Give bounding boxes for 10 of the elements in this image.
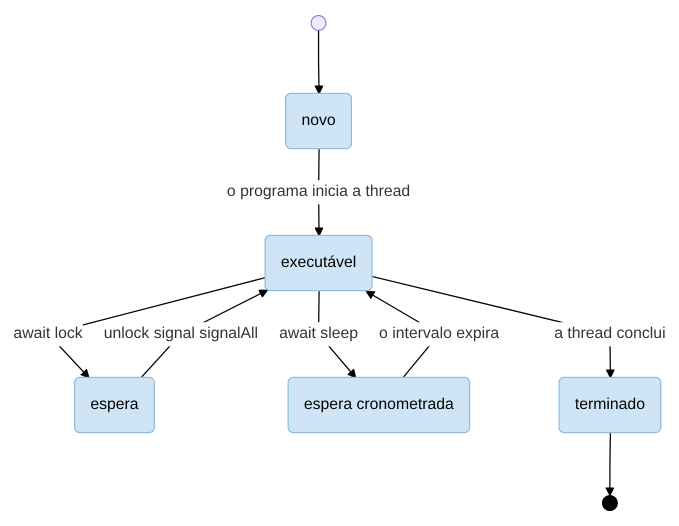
edge-label: o programa inicia a thread	[226, 182, 410, 200]
edge-label: o intervalo expira	[379, 324, 500, 342]
edge-label: unlock signal signalAll	[104, 324, 258, 342]
node-circle	[310, 15, 326, 31]
edge-label: a thread conclui	[554, 324, 666, 342]
edge-label: await lock	[13, 324, 83, 342]
arrow	[605, 433, 615, 496]
edge-label: await sleep	[279, 324, 358, 342]
arrow	[314, 30, 324, 94]
arrow	[372, 276, 615, 378]
